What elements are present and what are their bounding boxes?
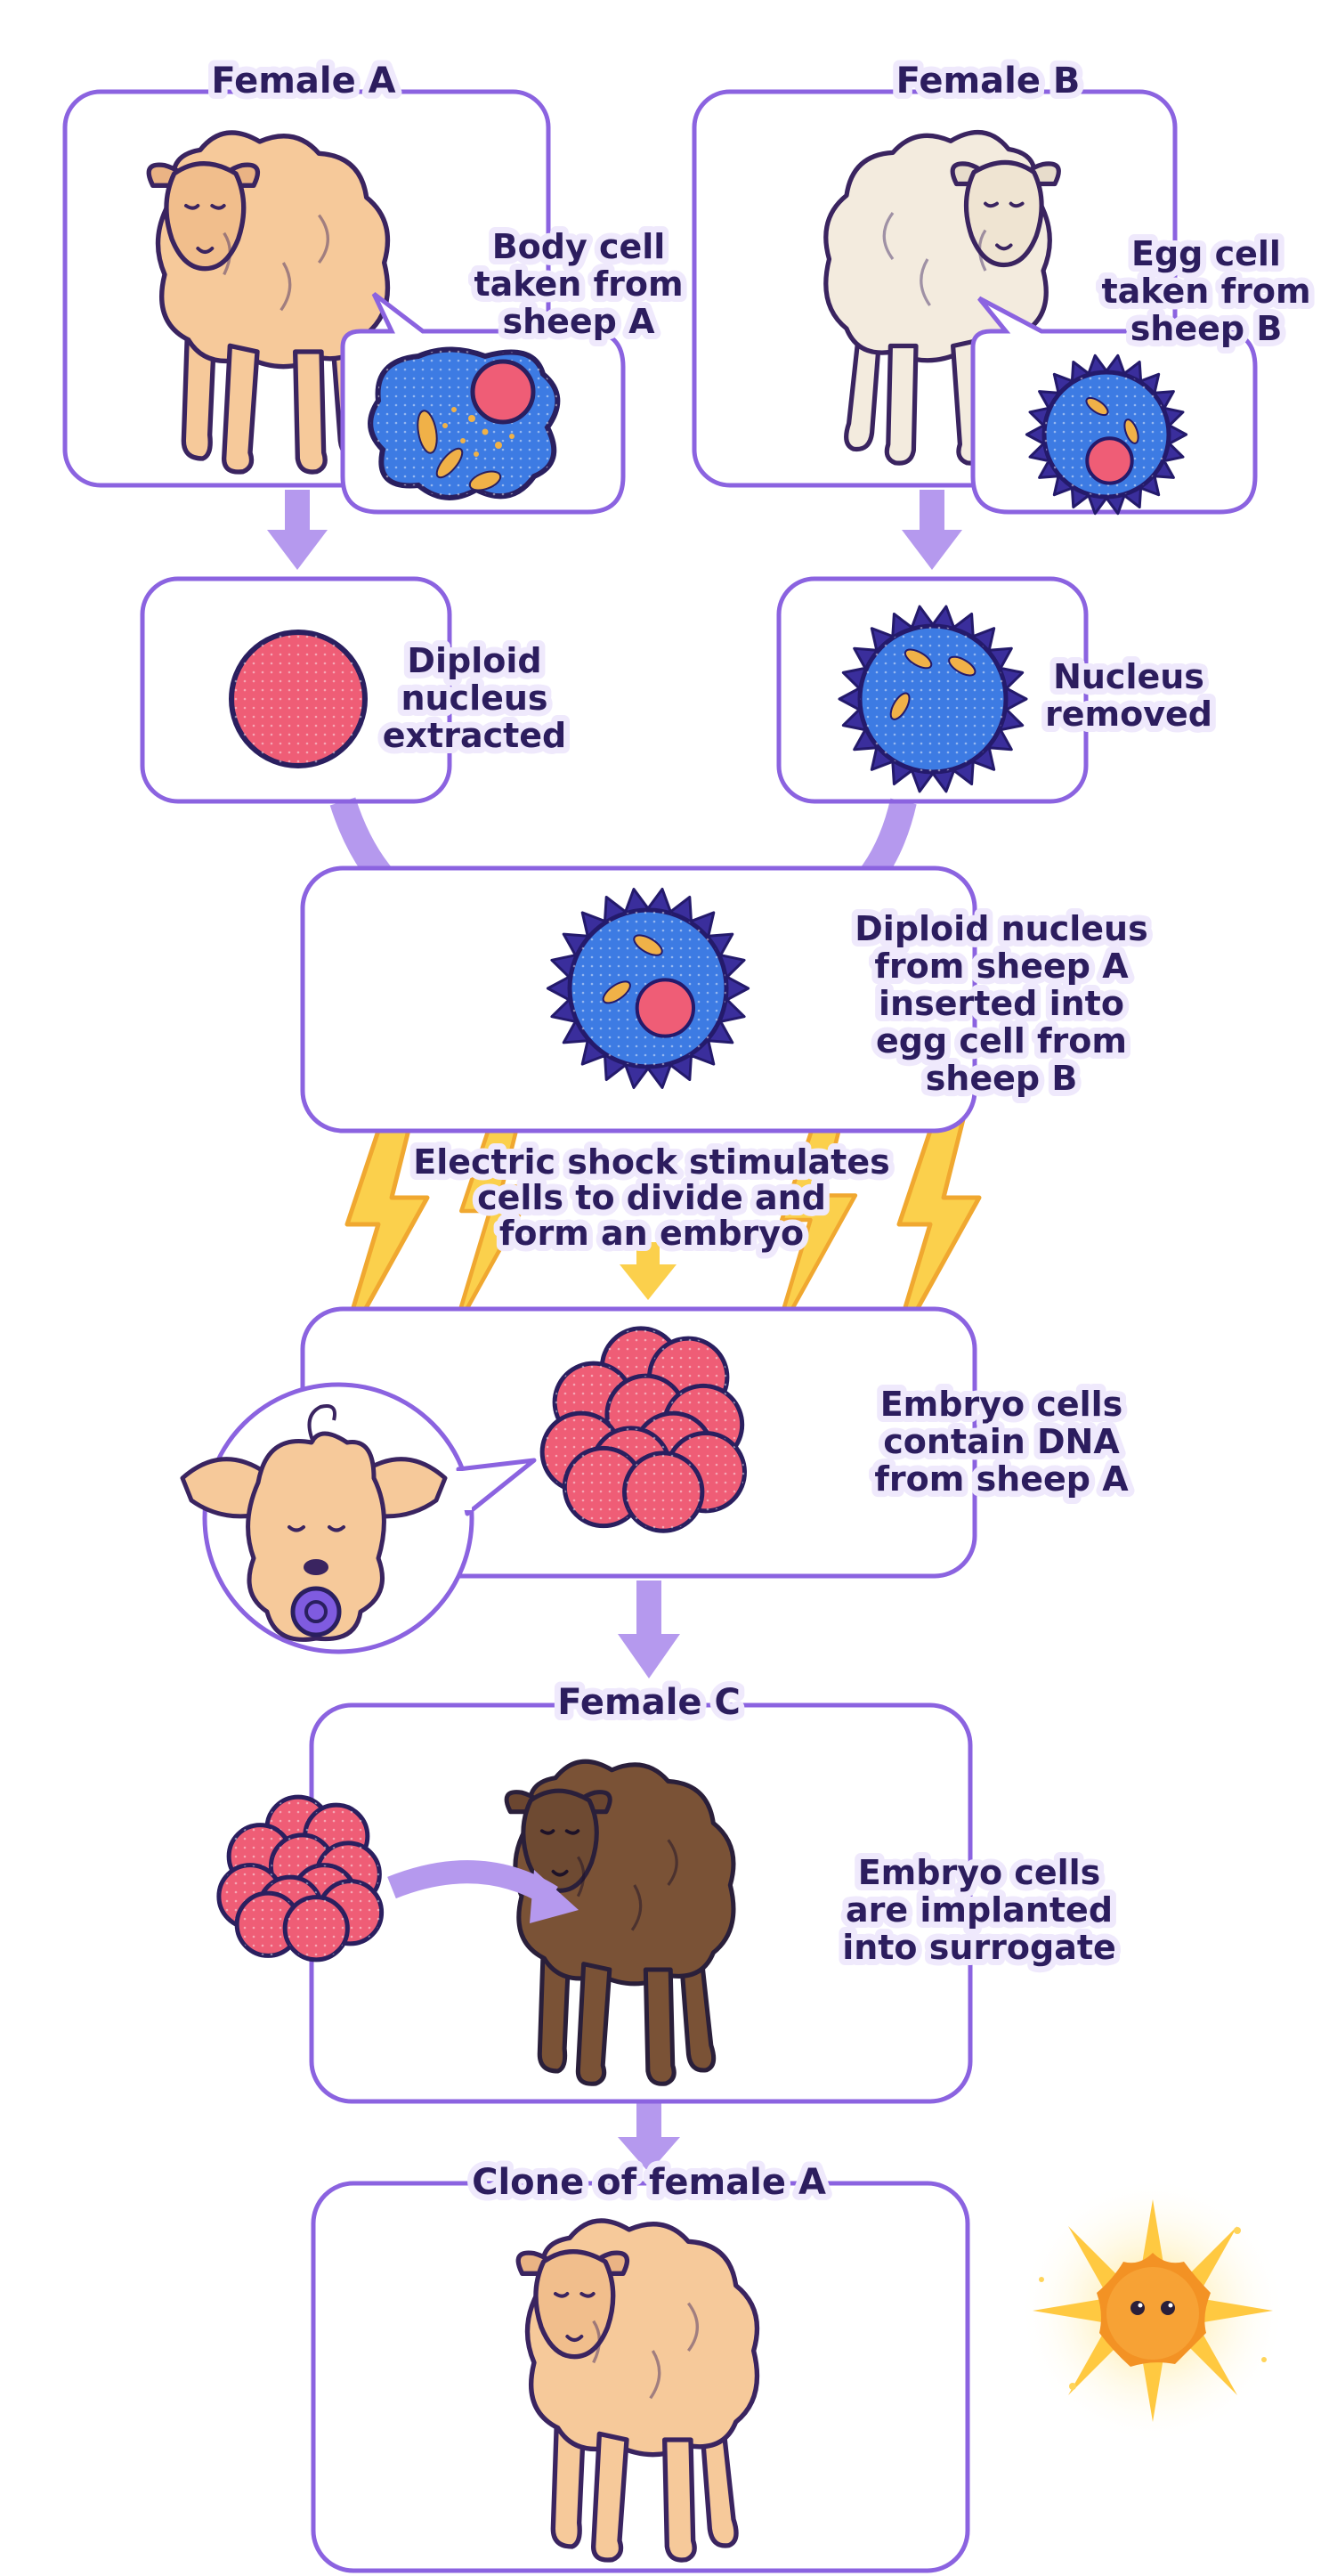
section-fusion: Diploid nucleus from sheep A inserted in… <box>300 865 1155 1134</box>
arrow-head <box>530 1870 579 1923</box>
egg-cell-icon <box>838 605 1028 793</box>
embryo-caption-line-2: contain DNA <box>883 1422 1120 1461</box>
egg-cell-icon <box>546 888 750 1089</box>
fusion-caption-line-2: from sheep A <box>874 947 1129 986</box>
frame <box>62 89 551 488</box>
female-a-caption-line-1: Body cell <box>492 227 666 266</box>
nucleus-extracted-caption-line-1: Diploid <box>407 641 541 680</box>
female-c-title: Female C <box>557 1682 741 1723</box>
clone-title: Clone of female A <box>472 2162 826 2203</box>
nucleus-icon <box>1085 436 1134 485</box>
nucleus-icon <box>470 359 536 425</box>
female-a-caption-line-3: sheep A <box>502 302 655 341</box>
female-b-caption-line-1: Egg cell <box>1131 234 1281 273</box>
sheep-icon <box>823 130 1061 466</box>
section-female-a: Female A Body cell taken from sheep A <box>62 54 690 515</box>
sun-mascot-icon <box>1019 2177 1286 2444</box>
nucleus-removed-caption-line-1: Nucleus <box>1053 657 1204 696</box>
fusion-caption-line-3: inserted into <box>879 984 1124 1023</box>
female-b-caption-line-3: sheep B <box>1130 309 1283 348</box>
embryo-icon <box>539 1326 747 1533</box>
section-nucleus-removed: Nucleus removed <box>776 576 1219 804</box>
frame <box>140 576 452 804</box>
organelle <box>948 655 976 677</box>
egg-cell-icon <box>1025 353 1188 516</box>
pacifier-icon <box>290 1586 342 1637</box>
section-female-c: Female C Embryo cells are implanted into… <box>216 1676 1122 2104</box>
organelle <box>904 648 933 670</box>
female-b-title: Female B <box>896 61 1081 102</box>
female-a-title: Female A <box>211 61 395 102</box>
frame <box>311 2181 970 2573</box>
shock-caption-line-2: cells to divide and <box>477 1178 826 1217</box>
female-a-caption-line-2: taken from <box>474 264 683 304</box>
organelle <box>602 980 631 1004</box>
sheep-icon <box>515 2218 760 2563</box>
arrow-head <box>267 530 328 570</box>
female-c-caption-line-1: Embryo cells <box>858 1853 1101 1892</box>
section-embryo: Embryo cells contain DNA from sheep A <box>180 1306 1135 1654</box>
fusion-caption-line-4: egg cell from <box>876 1021 1127 1060</box>
arrow-head <box>902 530 962 570</box>
female-c-caption-line-2: are implanted <box>846 1890 1113 1930</box>
shock-caption-line-3: form an embryo <box>499 1214 804 1253</box>
nucleus-icon <box>635 978 696 1038</box>
organelle <box>889 692 911 720</box>
female-c-caption-line-3: into surrogate <box>842 1928 1116 1967</box>
nucleus-extracted-caption-line-2: nucleus <box>401 679 547 718</box>
nucleus-removed-caption-line-2: removed <box>1045 695 1212 734</box>
organelle <box>1085 396 1109 417</box>
section-clone: Clone of female A <box>311 2156 970 2573</box>
embryo-caption-line-3: from sheep A <box>874 1459 1129 1499</box>
frame <box>776 576 1089 804</box>
organelle <box>633 934 663 956</box>
sheep-icon <box>504 1759 736 2086</box>
frame <box>692 89 1178 488</box>
organelle <box>1123 418 1139 444</box>
section-female-b: Female B Egg cell taken from sheep B <box>692 54 1317 516</box>
shock-caption-line-1: Electric shock stimulates <box>413 1142 889 1182</box>
section-nucleus-extracted: Diploid nucleus extracted <box>140 576 572 804</box>
nucleus-extracted-caption-line-3: extracted <box>383 716 567 755</box>
lamb-icon <box>180 1404 448 1642</box>
fusion-caption-line-1: Diploid nucleus <box>855 909 1147 948</box>
female-b-caption-line-2: taken from <box>1101 272 1310 311</box>
embryo-icon <box>216 1794 385 1962</box>
section-electric-shock: Electric shock stimulates cells to divid… <box>407 1136 895 1259</box>
body-cell-icon <box>368 346 561 500</box>
embryo-caption-line-1: Embryo cells <box>880 1385 1123 1424</box>
fusion-caption-line-5: sheep B <box>926 1059 1078 1098</box>
